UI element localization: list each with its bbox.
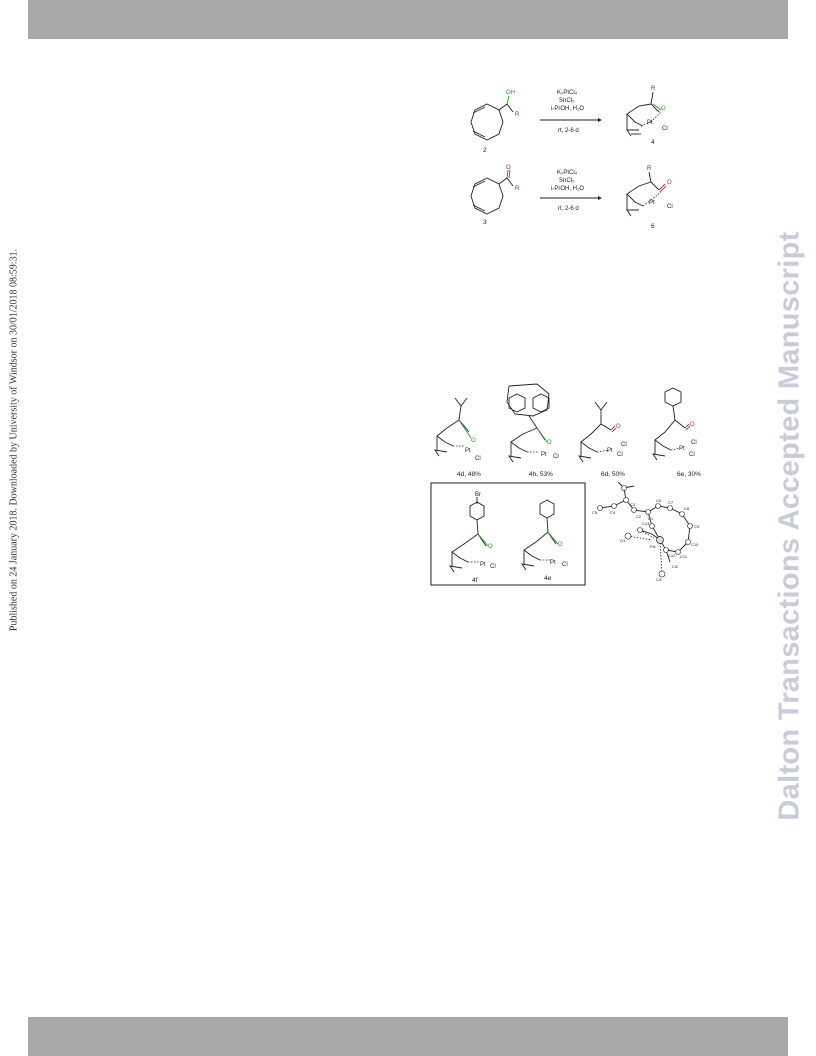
svg-text:Pt: Pt — [465, 448, 471, 454]
svg-text:i-PrOH, H₂O: i-PrOH, H₂O — [551, 186, 584, 192]
header-band — [28, 0, 788, 39]
reactant-2: OH R 2 — [470, 90, 520, 154]
svg-text:R: R — [647, 166, 652, 172]
svg-text:Pt: Pt — [541, 452, 547, 458]
svg-text:Br: Br — [475, 492, 481, 498]
publication-notice: Published on 24 January 2018. Downloaded… — [8, 248, 20, 632]
svg-text:C8: C8 — [684, 506, 690, 511]
svg-text:O: O — [661, 106, 666, 112]
svg-text:4d, 48%: 4d, 48% — [457, 471, 481, 478]
svg-text:SnCl₂: SnCl₂ — [559, 98, 575, 104]
r-label: R — [515, 112, 520, 118]
svg-text:Pt: Pt — [607, 448, 613, 454]
svg-text:Cl: Cl — [475, 456, 481, 462]
svg-text:O: O — [558, 542, 563, 548]
svg-text:O: O — [690, 422, 695, 428]
svg-text:Cl: Cl — [691, 440, 697, 446]
svg-text:rt, 2-6 d: rt, 2-6 d — [558, 128, 579, 134]
svg-text:K₂PtCl₄: K₂PtCl₄ — [557, 90, 578, 96]
reactant-3: O R 3 — [470, 165, 520, 226]
svg-text:O: O — [506, 165, 511, 171]
reaction-arrow-2: K₂PtCl₄ SnCl₂ i-PrOH, H₂O rt, 2-6 d — [540, 170, 602, 212]
svg-text:Cl: Cl — [562, 562, 568, 568]
oh-label: OH — [506, 90, 515, 96]
svg-text:rt, 2-6 d: rt, 2-6 d — [558, 206, 579, 212]
svg-text:Cl: Cl — [490, 564, 496, 570]
svg-text:Pt: Pt — [679, 446, 685, 452]
crystal-atom-labels: C5 C4 C3 C2 C1 C6 C7 C8 C9 C10 C11 C12 C… — [592, 498, 700, 582]
svg-text:C13: C13 — [642, 521, 650, 526]
svg-text:4f: 4f — [472, 577, 478, 584]
svg-text:C3: C3 — [630, 502, 636, 507]
svg-text:Pt: Pt — [480, 562, 486, 568]
svg-text:6e, 30%: 6e, 30% — [677, 471, 701, 478]
svg-text:C2: C2 — [636, 514, 642, 519]
svg-text:Pt: Pt — [649, 200, 655, 206]
svg-text:K₂PtCl₄: K₂PtCl₄ — [557, 170, 578, 176]
svg-text:R: R — [515, 186, 520, 192]
svg-text:C11: C11 — [680, 554, 688, 559]
product-4f: Br O Pt Cl 4f — [449, 492, 496, 584]
svg-text:C6: C6 — [656, 498, 662, 503]
crystal-atoms — [597, 485, 693, 578]
svg-text:Cl: Cl — [662, 126, 668, 132]
highlight-box — [430, 482, 586, 586]
svg-text:O1: O1 — [620, 538, 626, 543]
product-structures: O Pt Cl 4d, 48% O Pt Cl 4h, 53% O Pt Cl … — [434, 383, 701, 478]
accepted-manuscript-watermark: Dalton Transactions Accepted Manuscript — [773, 231, 806, 821]
svg-text:Pt: Pt — [550, 560, 556, 566]
svg-text:Cl1: Cl1 — [656, 577, 663, 582]
svg-text:C10: C10 — [691, 542, 699, 547]
svg-text:R: R — [651, 86, 656, 92]
reactant-3-label: 3 — [483, 219, 487, 226]
footer-band — [28, 1017, 788, 1056]
svg-text:Cl: Cl — [553, 454, 559, 460]
reaction-arrow-1: K₂PtCl₄ SnCl₂ i-PrOH, H₂O rt, 2-6 d — [540, 90, 602, 134]
reactant-2-label: 2 — [483, 147, 487, 154]
product-4h: O Pt Cl 4h, 53% — [506, 383, 559, 478]
svg-text:O: O — [471, 438, 476, 444]
product-4d: O Pt Cl 4d, 48% — [434, 397, 481, 478]
svg-text:SnCl₂: SnCl₂ — [559, 178, 575, 184]
svg-text:Cl: Cl — [667, 204, 673, 210]
svg-text:O: O — [616, 424, 621, 430]
svg-text:C12: C12 — [668, 553, 676, 558]
product-6d: O Pt Cl Cl 6d, 50% — [578, 401, 627, 478]
svg-text:Pt1: Pt1 — [650, 544, 657, 549]
svg-text:Cl2: Cl2 — [672, 564, 679, 569]
product-6: R O Pt Cl 6 — [626, 166, 673, 230]
svg-text:Pt: Pt — [647, 120, 653, 126]
product-4e: O Pt Cl 4e — [521, 499, 568, 582]
svg-text:4e: 4e — [544, 575, 552, 582]
reaction-scheme: OH R 2 K₂PtCl₄ SnCl₂ i-PrOH, H₂O rt, 2-6… — [470, 86, 673, 230]
boxed-products: Br O Pt Cl 4f O Pt Cl 4e — [430, 482, 586, 586]
product-6e: O Pt Cl Cl 6e, 30% — [652, 387, 701, 478]
crystal-bonds — [599, 481, 691, 575]
svg-text:4h, 53%: 4h, 53% — [529, 471, 553, 478]
svg-text:O: O — [488, 544, 493, 550]
svg-text:Cl: Cl — [617, 452, 623, 458]
svg-text:Cl: Cl — [621, 442, 627, 448]
svg-text:i-PrOH, H₂O: i-PrOH, H₂O — [551, 106, 584, 112]
svg-text:C9: C9 — [694, 524, 700, 529]
svg-text:4: 4 — [651, 139, 655, 146]
crystal-structure: C5 C4 C3 C2 C1 C6 C7 C8 C9 C10 C11 C12 C… — [592, 481, 700, 582]
svg-text:O: O — [667, 180, 672, 186]
svg-text:C5: C5 — [592, 510, 598, 515]
svg-text:C1: C1 — [648, 516, 654, 521]
svg-text:6d, 50%: 6d, 50% — [601, 471, 625, 478]
svg-text:C7: C7 — [668, 500, 674, 505]
product-4: R O Pt Cl 4 — [626, 86, 668, 146]
svg-text:Cl: Cl — [689, 452, 695, 458]
svg-text:C4: C4 — [610, 510, 616, 515]
svg-text:6: 6 — [651, 223, 655, 230]
svg-text:O: O — [547, 440, 552, 446]
